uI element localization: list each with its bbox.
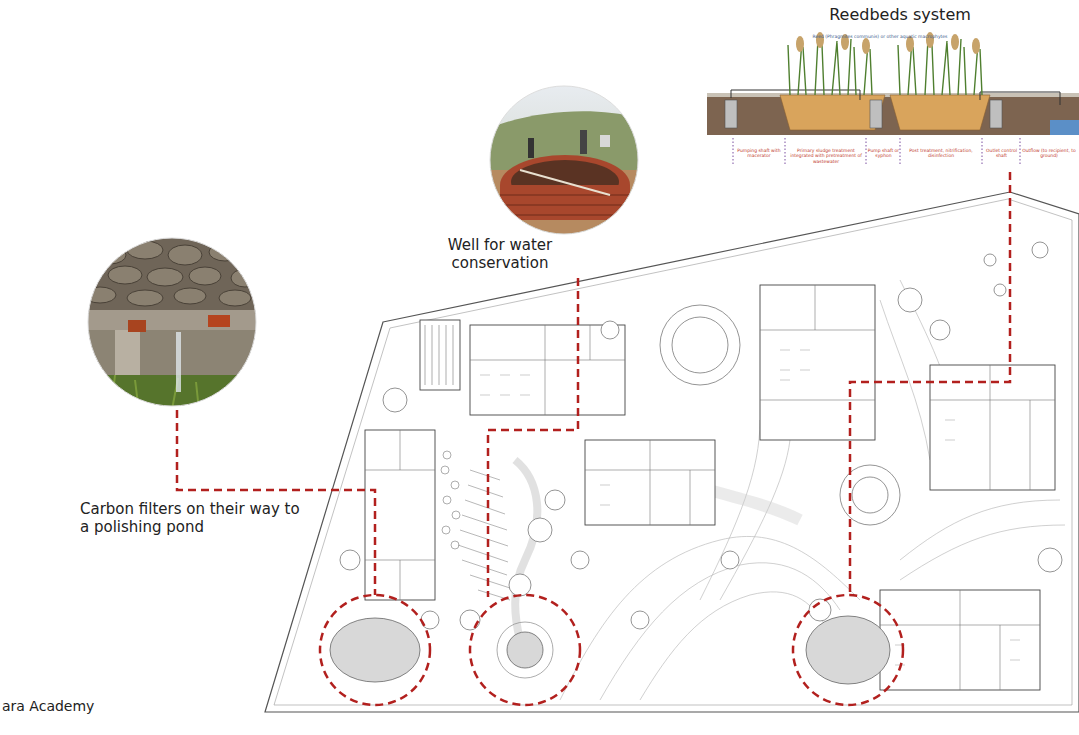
part-name: Pumping shaft with macerator (733, 148, 785, 159)
part-name: Outlet control shaft (984, 148, 1019, 159)
part-name: Primary sludge treatment integrated with… (786, 148, 866, 164)
part-name: Pump shaft or syphon (867, 148, 900, 159)
part-name: Post treatment, nitrification, disinfect… (902, 148, 980, 159)
callout-text: Well for water conservation (425, 236, 575, 272)
section-title: Reedbeds system (780, 5, 1020, 24)
callout-text: Carbon filters on their way to a polishi… (80, 500, 305, 536)
part-name: Outflow (to recipient, to ground) (1022, 148, 1076, 159)
plant-note: Reed (Phragmites communis) or other aqua… (760, 34, 1000, 39)
footer-text: ara Academy (2, 698, 162, 715)
